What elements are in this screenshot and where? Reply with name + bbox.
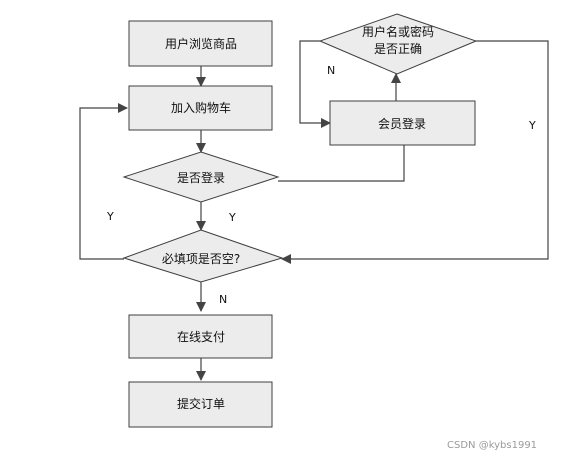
connectors: [79, 40, 549, 381]
required-empty-label: 必填项是否空?: [162, 252, 240, 266]
browse-node: [128, 20, 273, 67]
member-login-node: [329, 100, 476, 146]
submit-order-label: 提交订单: [177, 396, 225, 411]
y-right-label: Y: [528, 119, 536, 132]
credentials-check-node: [318, 13, 478, 75]
edge-labels: N Y Y Y N: [106, 64, 536, 306]
watermark-text: CSDN @kybs1991: [447, 440, 538, 451]
edge-required-yes-to-add-cart: [79, 103, 128, 260]
pay-online-label: 在线支付: [177, 330, 225, 344]
edge-credentials-no-to-member-login: [299, 40, 331, 128]
y-center-label: Y: [228, 211, 236, 224]
member-login-label: 会员登录: [378, 116, 426, 131]
y-left-label: Y: [106, 210, 114, 223]
edge-credentials-yes-to-required: [281, 40, 549, 264]
edge-login-check-to-member-login: [278, 145, 405, 182]
pay-online-node: [128, 314, 273, 359]
add-cart-node: [128, 85, 273, 131]
submit-order-node: [128, 381, 273, 428]
login-check-label: 是否登录: [177, 170, 225, 185]
n-bottom-label: N: [219, 293, 227, 306]
credentials-line2-label: 是否正确: [374, 42, 422, 56]
browse-label: 用户浏览商品: [165, 36, 237, 51]
required-empty-node: [122, 229, 284, 283]
n-top-label: N: [327, 64, 335, 77]
add-cart-label: 加入购物车: [171, 100, 231, 115]
login-check-node: [122, 151, 280, 203]
node-labels: 用户浏览商品 加入购物车 是否登录 必填项是否空? 在线支付 提交订单 会员登录…: [162, 24, 434, 411]
credentials-line1-label: 用户名或密码: [362, 24, 434, 39]
nodes: [122, 13, 478, 428]
